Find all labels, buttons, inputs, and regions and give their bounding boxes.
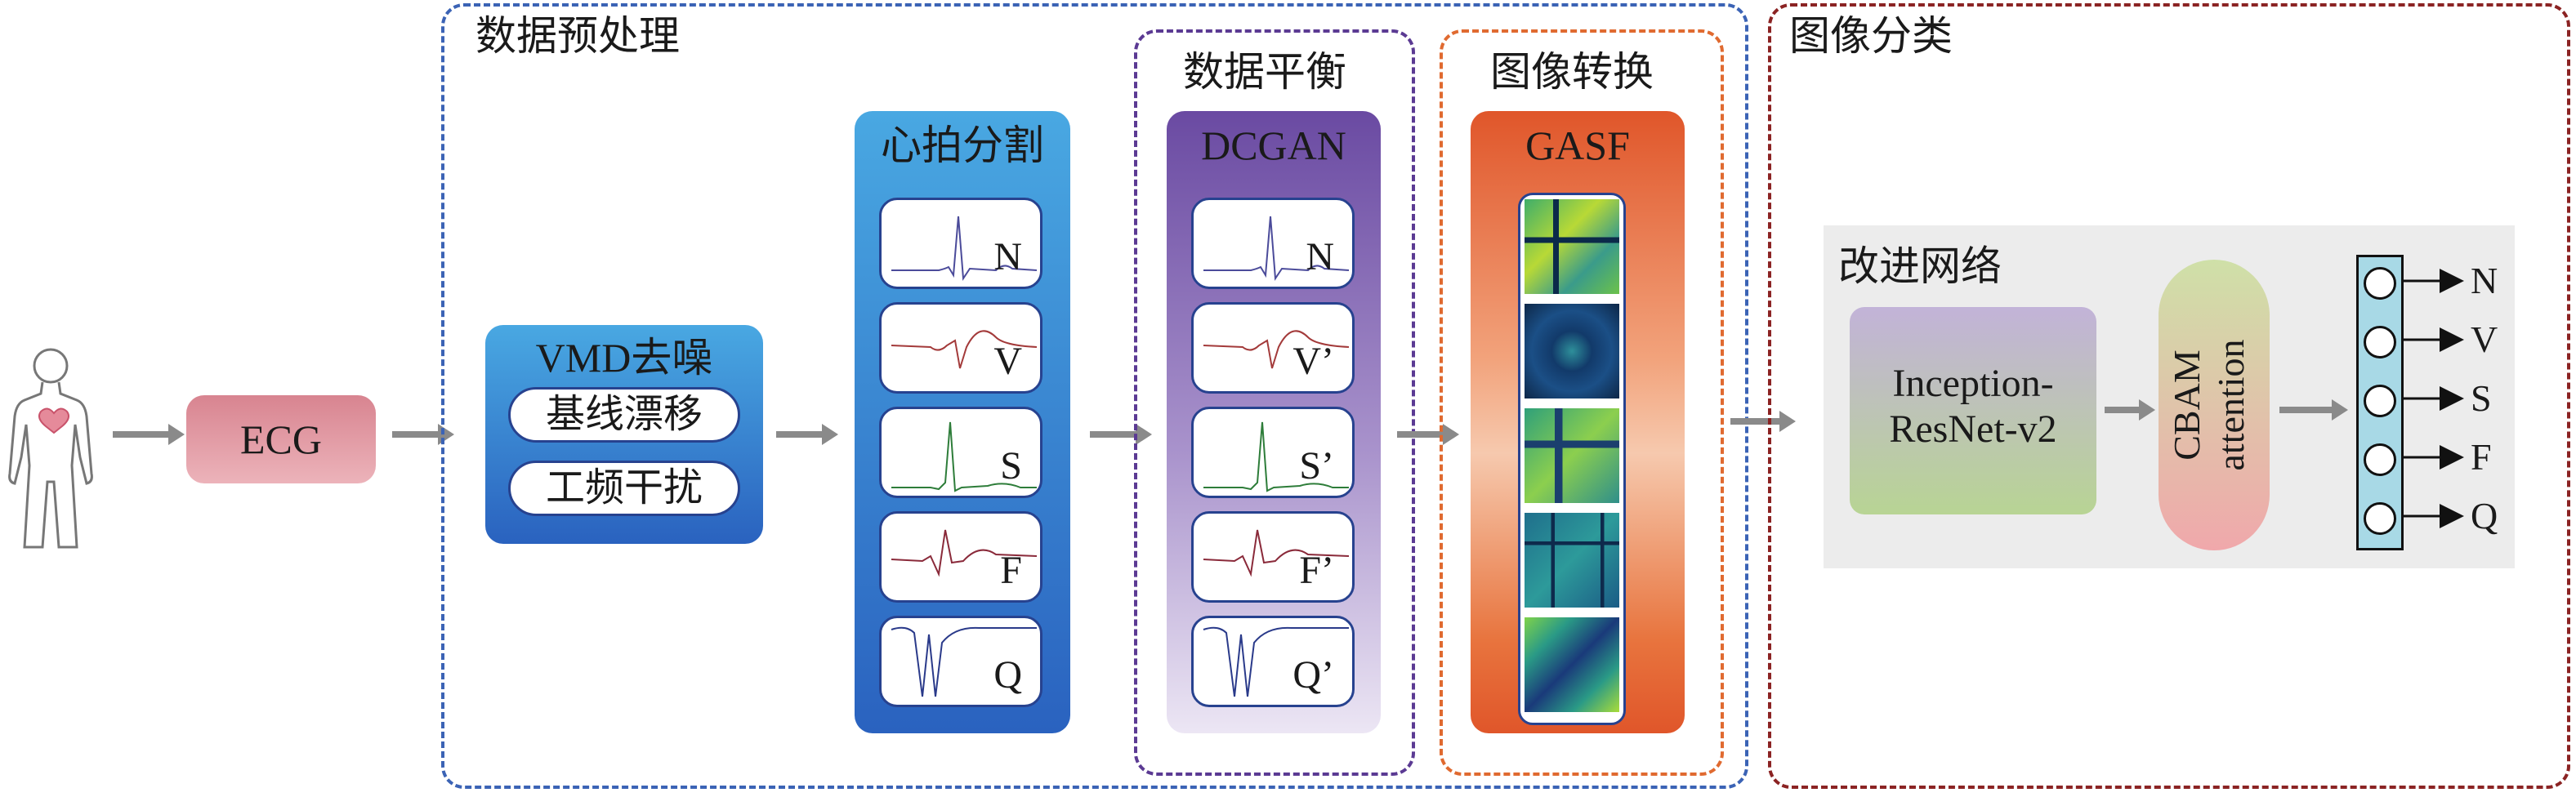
beat-card-n: N (879, 198, 1042, 289)
ecg-box: ECG (186, 395, 376, 483)
cbam-line-1: CBAM (2166, 350, 2208, 461)
output-node-v (2364, 326, 2396, 358)
output-node-f (2364, 443, 2396, 476)
dcgan-panel: DCGAN N V’ S’ F’ Q’ (1167, 111, 1381, 733)
output-label-f: F (2471, 436, 2492, 478)
arrow-dcgan-to-gasf (1397, 424, 1459, 445)
output-layer (2356, 255, 2404, 550)
segmentation-title: 心拍分割 (881, 122, 1044, 168)
arrow-vmd-to-segment (776, 424, 838, 445)
output-label-n: N (2471, 260, 2498, 301)
beat-label-n: N (993, 235, 1022, 278)
gasf-title: GASF (1525, 122, 1630, 168)
beat-card-v: V (879, 302, 1042, 394)
output-arrows (2404, 269, 2464, 528)
gen-beat-card-n: N (1191, 198, 1355, 289)
arrow-gasf-to-classify (1730, 411, 1796, 432)
arrow-ecg-to-preprocess (392, 424, 454, 445)
output-label-s: S (2471, 377, 2492, 419)
output-node-s (2364, 385, 2396, 417)
gen-beat-label-v: V’ (1292, 340, 1334, 383)
inception-resnet-box: Inception- ResNet-v2 (1850, 307, 2096, 514)
vmd-panel: VMD去噪 基线漂移 工频干扰 (485, 325, 763, 544)
vmd-item-baseline: 基线漂移 (508, 387, 740, 443)
dcgan-title: DCGAN (1201, 122, 1346, 168)
beat-card-f: F (879, 511, 1042, 603)
balance-section (1134, 29, 1415, 776)
vmd-item-powerline: 工频干扰 (508, 461, 740, 516)
beat-label-s: S (1000, 444, 1022, 488)
gen-beat-label-f: F’ (1299, 549, 1334, 592)
gasf-panel: GASF (1471, 111, 1685, 733)
gen-beat-card-f: F’ (1191, 511, 1355, 603)
beat-card-q: Q (879, 616, 1042, 707)
arrow-inception-to-cbam (2105, 399, 2155, 421)
gen-beat-card-v: V’ (1191, 302, 1355, 394)
human-body-icon (8, 348, 93, 549)
network-title: 改进网络 (1838, 243, 2002, 289)
beat-label-f: F (1000, 549, 1022, 592)
gasf-image-3 (1525, 408, 1619, 503)
vmd-title: VMD去噪 (535, 335, 713, 381)
arrow-segment-to-dcgan (1090, 424, 1152, 445)
output-node-n (2364, 267, 2396, 300)
cbam-line-2: attention (2210, 339, 2252, 471)
gen-beat-card-q: Q’ (1191, 616, 1355, 707)
ecg-label: ECG (240, 416, 322, 462)
gasf-image-1 (1525, 199, 1619, 294)
output-label-v: V (2471, 318, 2498, 360)
gen-beat-label-s: S’ (1299, 444, 1334, 488)
output-label-q: Q (2471, 495, 2498, 537)
beat-label-v: V (993, 340, 1022, 383)
gen-beat-card-s: S’ (1191, 407, 1355, 498)
inception-line-1: Inception- (1892, 362, 2054, 405)
gasf-image-4 (1525, 513, 1619, 608)
beat-label-q: Q (993, 653, 1022, 697)
transform-title: 图像转换 (1490, 49, 1654, 95)
inception-line-2: ResNet-v2 (1889, 407, 2057, 451)
cbam-text: CBAM attention (2165, 274, 2263, 536)
output-node-q (2364, 502, 2396, 535)
balance-title: 数据平衡 (1183, 49, 1346, 95)
classify-section (1768, 3, 2570, 789)
cbam-box (2159, 260, 2270, 550)
gen-beat-label-n: N (1306, 235, 1334, 278)
preprocess-section (441, 3, 1748, 789)
segmentation-panel: 心拍分割 N V S F Q (855, 111, 1070, 733)
gen-beat-label-q: Q’ (1292, 653, 1334, 697)
preprocess-title: 数据预处理 (475, 13, 680, 59)
gasf-image-2 (1525, 304, 1619, 398)
transform-section (1440, 29, 1724, 776)
gasf-image-5 (1525, 617, 1619, 712)
arrow-body-to-ecg (113, 424, 185, 445)
beat-card-s: S (879, 407, 1042, 498)
heart-icon (38, 407, 69, 434)
classify-title: 图像分类 (1789, 13, 1953, 59)
arrow-cbam-to-output (2279, 399, 2348, 421)
